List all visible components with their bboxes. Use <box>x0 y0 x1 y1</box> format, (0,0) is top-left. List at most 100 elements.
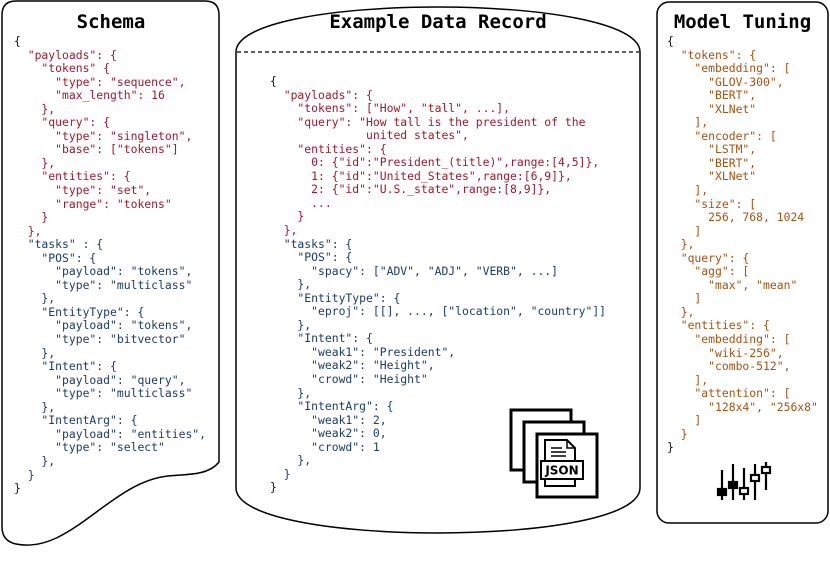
schema-code-block: { "payloads": { "tokens" { "type": "sequ… <box>14 34 207 496</box>
tuning-panel-box <box>656 1 829 524</box>
code-line: }, <box>270 223 298 238</box>
code-line: "embedding": [ <box>667 61 791 76</box>
code-line: "EntityType": { <box>270 290 401 305</box>
code-line: ], <box>667 372 709 387</box>
code-line: "agg": [ <box>667 264 750 279</box>
code-line: }, <box>667 304 695 319</box>
sliders-icon <box>716 462 772 500</box>
code-line: "crowd": 1 <box>270 439 380 454</box>
code-line: ], <box>667 115 709 130</box>
code-line: }, <box>270 385 312 400</box>
code-line: ] <box>667 291 702 306</box>
code-line: "entities": { <box>14 169 131 184</box>
code-line: "eproj": [[], ..., ["location", "country… <box>270 304 607 319</box>
schema-title: Schema <box>76 11 146 33</box>
code-line: "tokens" { <box>14 61 111 76</box>
code-line: "base": ["tokens"] <box>14 142 179 157</box>
code-line: } <box>270 209 305 224</box>
code-line: { <box>14 34 21 48</box>
code-line: { <box>270 74 277 88</box>
code-line: "type": "set", <box>14 183 152 198</box>
code-line: "EntityType": { <box>14 304 145 319</box>
code-line: "tasks" : { <box>14 237 104 252</box>
record-code-block: { "payloads": { "tokens": ["How", "tall"… <box>270 74 607 495</box>
code-line: } <box>270 466 291 481</box>
code-line: "spacy": ["ADV", "ADJ", "VERB", ...] <box>270 263 559 278</box>
code-line: "weak1": "President", <box>270 344 456 359</box>
code-line: "type": "multiclass" <box>14 277 193 292</box>
code-line: "IntentArg": { <box>14 413 138 428</box>
code-line: ], <box>667 183 709 198</box>
code-line: "type": "singleton", <box>14 128 193 143</box>
code-line: "128x4", "256x8" <box>667 399 818 414</box>
code-line: } <box>667 440 674 455</box>
code-line: "encoder": [ <box>667 128 777 143</box>
code-line: ] <box>667 413 702 428</box>
code-line: "query": { <box>14 115 111 130</box>
code-line: "payloads": { <box>14 47 117 62</box>
code-line: "XLNet" <box>667 101 757 116</box>
code-line: "GLOV-300", <box>667 74 784 89</box>
code-line: }, <box>270 317 312 332</box>
code-line: } <box>270 480 277 495</box>
code-line: } <box>14 210 49 225</box>
code-line: 2: {"id":"U.S._state",range:[8,9]}, <box>270 182 552 197</box>
code-line: "weak2": 0, <box>270 426 387 441</box>
code-line: }, <box>14 223 42 238</box>
code-line: "range": "tokens" <box>14 196 172 211</box>
code-line: "entities": { <box>270 141 387 156</box>
code-line: ] <box>667 223 702 238</box>
code-line: "IntentArg": { <box>270 399 394 414</box>
code-line: 0: {"id":"President_(title)",range:[4,5]… <box>270 155 600 170</box>
code-line: } <box>14 467 35 482</box>
code-line: "embedding": [ <box>667 332 791 347</box>
code-line: united states", <box>270 128 469 143</box>
json-icon-label: JSON <box>544 464 578 478</box>
code-line: "Intent": { <box>14 359 117 374</box>
code-line: "weak1": 2, <box>270 412 387 427</box>
code-line: "size": [ <box>667 196 757 211</box>
code-line: } <box>667 426 688 441</box>
code-line: { <box>667 34 674 48</box>
code-line: "attention": [ <box>667 386 791 401</box>
record-title: Example Data Record <box>329 11 547 33</box>
code-line: }, <box>270 453 312 468</box>
code-line: } <box>14 481 21 496</box>
code-line: ... <box>270 195 332 210</box>
code-line: }, <box>667 237 695 252</box>
code-line: "entities": { <box>667 318 770 333</box>
code-line: "tokens": ["How", "tall", ...], <box>270 101 511 116</box>
code-line: "XLNet" <box>667 169 757 184</box>
code-line: }, <box>270 277 312 292</box>
code-line: }, <box>14 291 56 306</box>
code-line: }, <box>14 453 56 468</box>
code-line: "type": "bitvector" <box>14 332 186 347</box>
code-line: "tokens": { <box>667 47 757 62</box>
json-files-icon: JSON <box>509 408 599 499</box>
code-line: "payloads": { <box>270 87 373 102</box>
code-line: "max_length": 16 <box>14 88 165 103</box>
code-line: "payload": "tokens", <box>14 318 193 333</box>
code-line: "payload": "entities", <box>14 426 207 441</box>
code-line: "Intent": { <box>270 331 373 346</box>
schema-document-shape <box>1 0 220 546</box>
record-cylinder-body <box>235 6 641 534</box>
code-line: }, <box>14 155 56 170</box>
code-line: "combo-512", <box>667 359 791 374</box>
code-line: "POS": { <box>270 250 353 265</box>
code-line: "query": "How tall is the president of t… <box>270 114 586 129</box>
code-line: "type": "select" <box>14 440 165 455</box>
code-line: "LSTM", <box>667 142 757 157</box>
code-line: "POS": { <box>14 250 97 265</box>
code-line: 256, 768, 1024 <box>667 210 805 225</box>
code-line: 1: {"id":"United_States",range:[6,9]}, <box>270 168 572 183</box>
code-line: "payload": "tokens", <box>14 264 193 279</box>
code-line: "payload": "query", <box>14 372 186 387</box>
code-line: "crowd": "Height" <box>270 372 428 387</box>
code-line: "wiki-256", <box>667 345 784 360</box>
code-line: "BERT", <box>667 155 757 170</box>
code-line: }, <box>14 345 56 360</box>
code-line: "query": { <box>667 250 750 265</box>
code-line: "tasks": { <box>270 236 353 251</box>
